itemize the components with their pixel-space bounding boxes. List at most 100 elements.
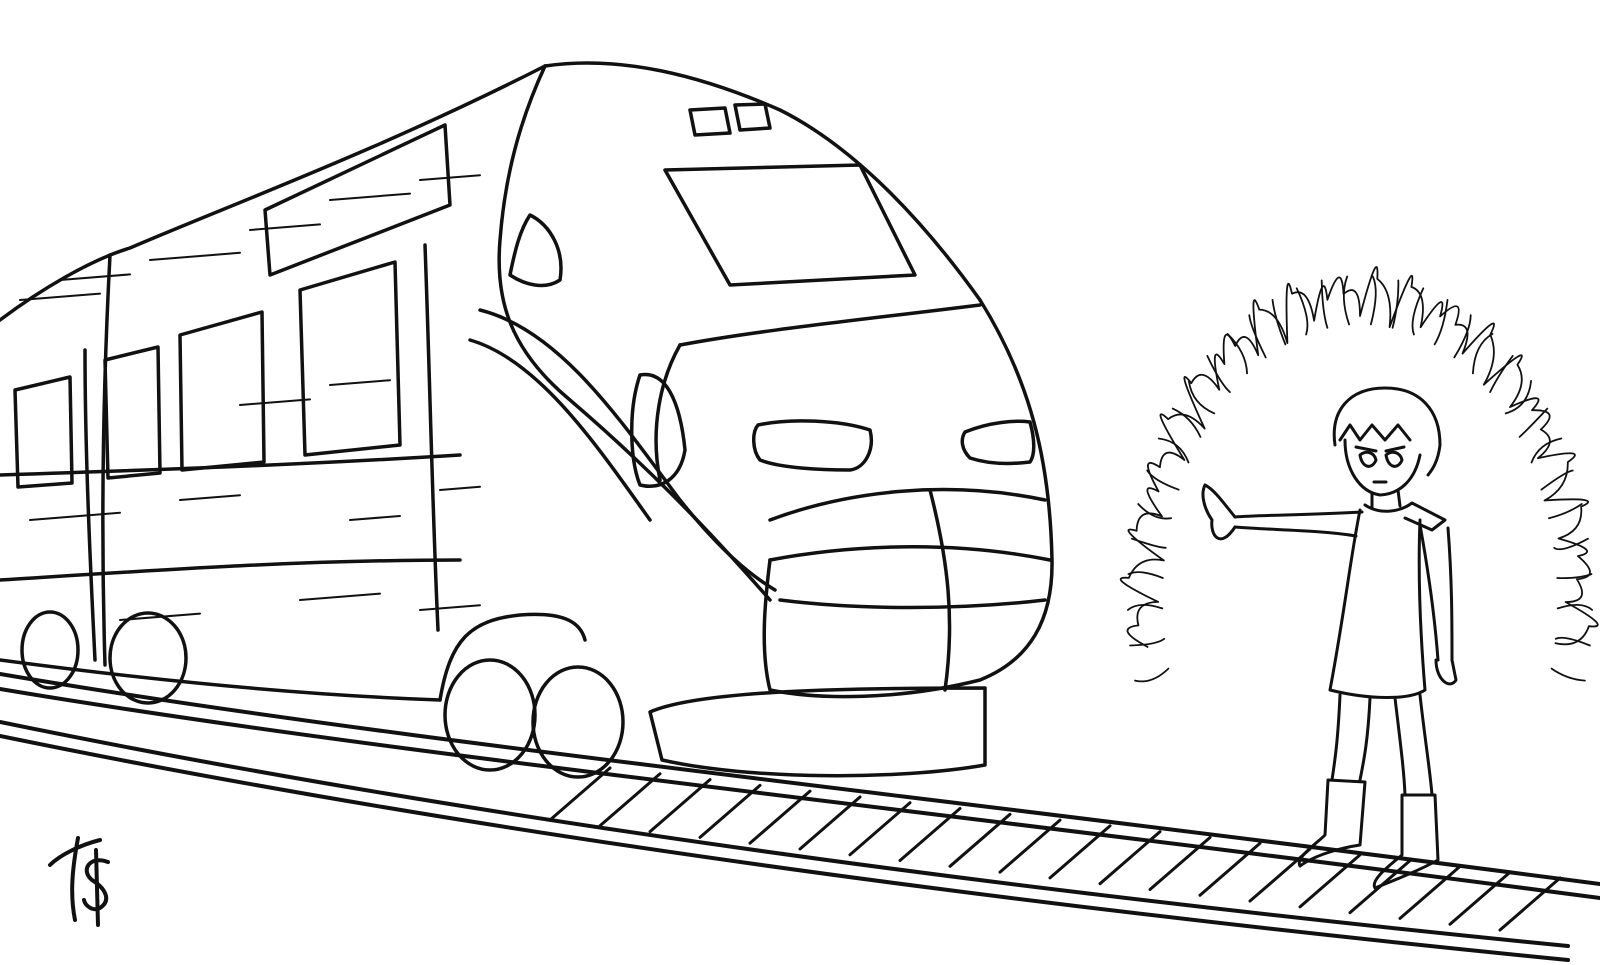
- cab-side-window: [508, 213, 563, 288]
- girl-figure: [1201, 386, 1458, 890]
- speed-line: [149, 251, 241, 261]
- speed-line: [329, 192, 411, 201]
- girl-arm-extended: [1233, 510, 1364, 538]
- girl-face: [1343, 438, 1422, 497]
- aura-outline: [1119, 266, 1599, 648]
- aura-flame-wisp: [1453, 314, 1472, 359]
- nose-center-line: [928, 488, 952, 692]
- speed-line: [299, 592, 381, 601]
- car-door-seam: [423, 243, 440, 632]
- speed-line: [29, 511, 121, 521]
- track-sleeper: [848, 801, 912, 857]
- nose-mouth-lower: [768, 545, 1052, 562]
- roof-vent-2: [733, 102, 772, 132]
- aura-flame-wisp: [1146, 469, 1180, 491]
- signature-stroke-2: [70, 836, 80, 922]
- girl-eye-left: [1358, 450, 1378, 468]
- track-sleeper: [1198, 841, 1262, 897]
- aura-flame-wisp: [1295, 287, 1309, 336]
- track-sleeper: [1148, 835, 1212, 891]
- aura-flame-wisp: [1131, 537, 1167, 549]
- speed-line: [249, 223, 321, 231]
- track-sleeper: [798, 795, 862, 851]
- aura-flame-wisp: [1157, 437, 1190, 464]
- train-body-bottom: [0, 658, 442, 702]
- wheel-rear-1: [20, 610, 80, 690]
- side-window-2: [178, 310, 266, 472]
- aura-flame-wisp: [1271, 299, 1287, 346]
- rail-far: [0, 672, 1600, 886]
- aura-flame-wisp: [1129, 637, 1166, 647]
- speed-line: [439, 485, 481, 491]
- aura-flame-wisp: [1320, 279, 1329, 329]
- roof-vent-1: [688, 106, 732, 137]
- girl-leg-left: [1330, 693, 1372, 782]
- headlight-right: [960, 419, 1036, 466]
- rail-near: [0, 720, 1570, 948]
- aura-flame-wisp: [1171, 407, 1202, 438]
- track-sleeper: [998, 818, 1062, 874]
- signature-stroke-1: [48, 838, 102, 867]
- girl-boot-left: [1297, 778, 1367, 868]
- girl-neck: [1370, 488, 1402, 510]
- speed-lines: [19, 174, 481, 621]
- aura-flame-wisp: [1556, 603, 1593, 611]
- train-windshield: [663, 163, 917, 287]
- track-sleeper: [1498, 876, 1562, 932]
- track-sleeper: [1298, 853, 1362, 909]
- girl-dress: [1328, 508, 1427, 699]
- train-wheels: [20, 610, 625, 779]
- aura-flame-wisp: [1226, 333, 1248, 375]
- wheel-rear-2: [108, 611, 188, 705]
- wheel-front-2: [531, 665, 625, 779]
- car-door-seam-2: [83, 348, 97, 662]
- aura-flame-wisp: [1370, 275, 1377, 326]
- girl-brow-right: [1384, 445, 1406, 453]
- rail-near-inner: [0, 734, 1570, 962]
- aura-flame-wisp: [1248, 314, 1267, 359]
- aura-flame-wisp: [1127, 603, 1164, 611]
- high-speed-train: [0, 61, 1054, 778]
- aura-flame-wisp: [1342, 275, 1350, 326]
- speed-line: [19, 292, 101, 301]
- aura-flame-wisp: [1556, 573, 1593, 579]
- track-sleeper: [1098, 830, 1162, 886]
- aura-flame-wisp: [1553, 537, 1589, 551]
- roof-panel: [263, 123, 452, 277]
- aura-flame-wisp: [1433, 299, 1449, 346]
- aura-flame-wisp: [1134, 667, 1170, 683]
- girl-arm-down: [1418, 523, 1454, 662]
- aura-flame-wisp: [1550, 667, 1586, 682]
- aura-flame-wisp: [1540, 469, 1574, 491]
- front-bumper: [648, 686, 987, 778]
- side-stripe-upper: [0, 453, 462, 477]
- side-window-3: [103, 345, 162, 480]
- track-sleeper: [748, 789, 812, 845]
- speed-line: [119, 612, 201, 621]
- handwritten-signature-icon: [48, 836, 110, 927]
- track-sleeper: [698, 783, 762, 839]
- girl-leg-right: [1393, 693, 1434, 797]
- side-window-4: [13, 375, 74, 489]
- car-gangway: [101, 253, 112, 667]
- aura-flame-wisp: [1411, 287, 1425, 336]
- railway-track: [0, 672, 1600, 962]
- train-roof: [0, 61, 782, 322]
- side-swoosh-2: [468, 338, 652, 522]
- track-sleepers: [548, 766, 1562, 932]
- aura-flame-wisp: [1127, 571, 1164, 579]
- girl-boot-right: [1372, 793, 1440, 890]
- cab-door-shape: [630, 372, 687, 488]
- girl-hand-down: [1434, 658, 1458, 686]
- track-sleeper: [1048, 824, 1112, 880]
- aura-flame-wisp: [1518, 407, 1549, 438]
- girl-eye-right: [1384, 450, 1404, 468]
- flame-aura-icon: [1119, 266, 1599, 683]
- nose-panel-upper: [678, 303, 982, 347]
- aura-flame-wisp: [1188, 380, 1216, 415]
- speed-line: [329, 379, 391, 386]
- speed-line: [419, 604, 481, 611]
- aura-flame-wisp: [1548, 503, 1583, 520]
